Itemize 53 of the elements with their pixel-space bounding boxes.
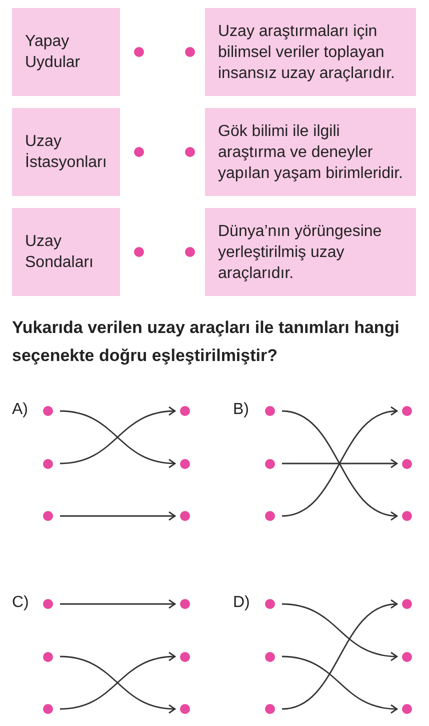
- matching-dot: [265, 406, 275, 416]
- box-text: Dünya’nın yörüngesine yerleştirilmiş uzay araçlarıdır.: [218, 222, 383, 284]
- matching-dot: [43, 511, 53, 521]
- matching-dot: [402, 406, 412, 416]
- option-letter: D): [233, 594, 250, 612]
- matching-dot: [180, 458, 190, 468]
- matching-dot: [402, 599, 412, 609]
- box-text: Yapay Uydular: [25, 32, 82, 73]
- matching-dot: [402, 704, 412, 714]
- matching-dot: [43, 704, 53, 714]
- matching-dot: [134, 247, 144, 257]
- matching-dot: [43, 406, 53, 416]
- arrow: [60, 511, 176, 521]
- matching-dot: [185, 247, 195, 257]
- option-letter: B): [233, 401, 249, 419]
- matching-dot: [185, 147, 195, 157]
- text-box: [12, 8, 120, 96]
- matching-dot: [180, 599, 190, 609]
- arrow: [60, 599, 176, 609]
- matching-dot: [43, 599, 53, 609]
- text-box: [12, 208, 120, 296]
- matching-dot: [402, 458, 412, 468]
- matching-dot: [134, 147, 144, 157]
- matching-dot: [43, 458, 53, 468]
- matching-dot: [265, 599, 275, 609]
- box-text: Uzay İstasyonları: [25, 132, 108, 173]
- box-text: Uzay araştırmaları için bilimsel veriler toplayan insansız uzay araçlarıdır.: [218, 22, 396, 84]
- box-text: Gök bilimi ile ilgili araştırma ve deneyler yapılan yaşam birimleridir.: [218, 122, 404, 184]
- matching-dot: [43, 652, 53, 662]
- matching-dot: [402, 652, 412, 662]
- text-box: [205, 108, 416, 196]
- matching-dot: [180, 652, 190, 662]
- question-text: Yukarıda verilen uzay araçları ile tanımları hangi seçenekte doğru eşleştirilmiştir?: [12, 317, 400, 367]
- arrow: [282, 603, 398, 661]
- text-box: [12, 108, 120, 196]
- matching-dot: [180, 704, 190, 714]
- option-letter: C): [12, 594, 29, 612]
- arrow: [282, 600, 398, 710]
- matching-dot: [265, 652, 275, 662]
- option-letter: A): [12, 401, 28, 419]
- matching-dot: [402, 511, 412, 521]
- matching-dot: [185, 47, 195, 57]
- matching-dot: [265, 511, 275, 521]
- arrow: [282, 458, 398, 468]
- box-text: Uzay Sondaları: [25, 232, 94, 273]
- text-box: [205, 208, 416, 296]
- matching-dot: [180, 511, 190, 521]
- matching-dot: [265, 704, 275, 714]
- matching-dot: [134, 47, 144, 57]
- matching-dot: [265, 458, 275, 468]
- arrow: [282, 656, 398, 714]
- text-box: [205, 8, 416, 96]
- matching-dot: [180, 406, 190, 416]
